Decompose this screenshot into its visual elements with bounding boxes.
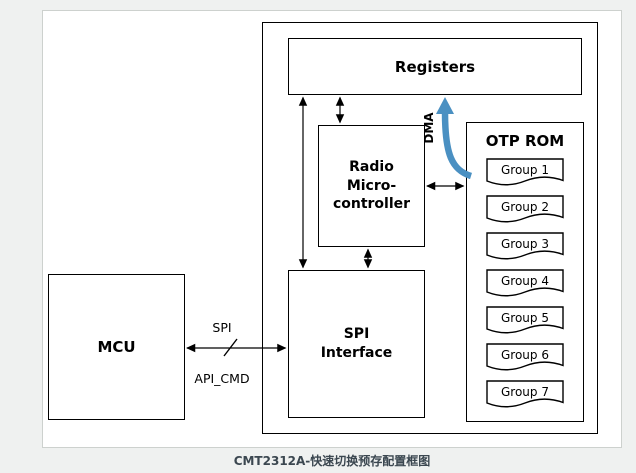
block-radio-microcontroller: Radio Micro- controller — [318, 125, 425, 247]
block-spi-interface: SPI Interface — [288, 270, 425, 418]
otp-group-label: Group 6 — [501, 348, 549, 362]
document-shape-icon — [486, 343, 564, 371]
otp-group-label: Group 5 — [501, 311, 549, 325]
spi-label-line1: SPI — [343, 326, 370, 343]
chip-boundary-box — [262, 22, 598, 434]
otp-group-7: Group 7 — [486, 380, 564, 410]
otp-group-3: Group 3 — [486, 232, 564, 262]
otp-group-label: Group 1 — [501, 163, 549, 177]
otp-group-2: Group 2 — [486, 195, 564, 225]
registers-label: Registers — [394, 57, 476, 76]
otp-group-1: Group 1 — [486, 158, 564, 188]
block-registers: Registers — [288, 38, 582, 95]
block-otp-rom: OTP ROM Group 1 Group 2 Group 3 — [466, 122, 584, 422]
radio-label-line2: Micro- — [346, 177, 397, 194]
figure-caption: CMT2312A-快速切换预存配置框图 — [233, 454, 431, 468]
spi-label-line2: Interface — [320, 345, 393, 361]
mcu-label: MCU — [97, 338, 136, 356]
otp-group-4: Group 4 — [486, 269, 564, 299]
document-shape-icon — [486, 158, 564, 186]
document-shape-icon — [486, 269, 564, 297]
otp-group-label: Group 7 — [501, 385, 549, 399]
otp-rom-title: OTP ROM — [485, 132, 565, 150]
block-mcu: MCU — [48, 274, 185, 420]
document-shape-icon — [486, 380, 564, 408]
otp-group-label: Group 2 — [501, 200, 549, 214]
api-cmd-label: API_CMD — [194, 371, 250, 386]
otp-group-label: Group 3 — [501, 237, 549, 251]
otp-group-list: Group 1 Group 2 Group 3 Group 4 — [486, 158, 564, 410]
spi-bus-label: SPI — [212, 320, 232, 335]
document-shape-icon — [486, 232, 564, 260]
otp-group-6: Group 6 — [486, 343, 564, 373]
radio-label-line1: Radio — [349, 158, 394, 175]
document-shape-icon — [486, 306, 564, 334]
document-shape-icon — [486, 195, 564, 223]
otp-group-label: Group 4 — [501, 274, 549, 288]
radio-label-line3: controller — [332, 196, 411, 213]
dma-label: DMA — [422, 112, 436, 144]
otp-group-5: Group 5 — [486, 306, 564, 336]
